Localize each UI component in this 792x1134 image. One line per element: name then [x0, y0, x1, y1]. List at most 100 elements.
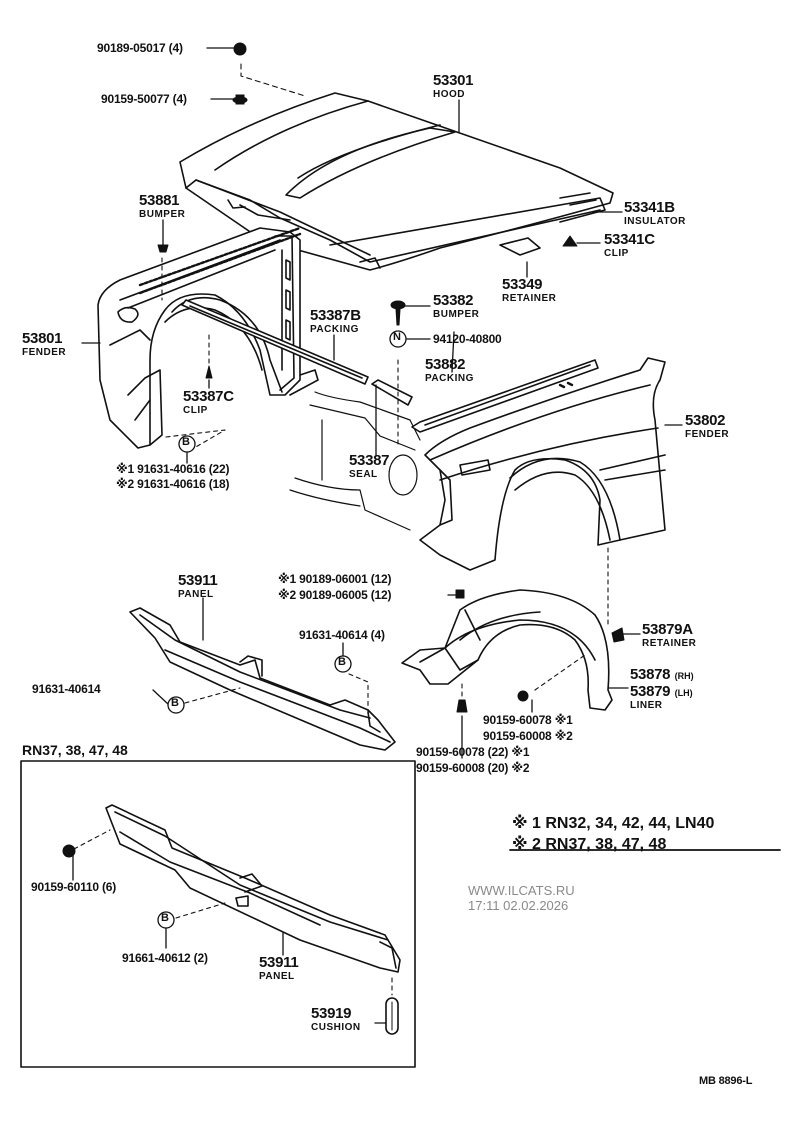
- part-number: 53387: [349, 452, 390, 469]
- part-label-clip-hood[interactable]: 53341C CLIP: [604, 232, 655, 259]
- inset-frame: [20, 760, 416, 1068]
- part-label-bumper-left[interactable]: 53881 BUMPER: [139, 193, 185, 220]
- model-mark-number: 2: [522, 761, 530, 775]
- part-label-packing-b[interactable]: 53387B PACKING: [310, 308, 361, 335]
- part-number: 53301: [433, 72, 474, 89]
- fastener-number: 90159-60078: [483, 713, 552, 727]
- right-fender-drawing: [411, 357, 666, 571]
- fastener-label-inset-bolt[interactable]: 91661-40612 (2): [122, 951, 208, 965]
- part-label-clip-fender[interactable]: 53387C CLIP: [183, 389, 234, 416]
- fastener-symbol-b: B: [171, 697, 179, 709]
- fastener-label-inset-screw[interactable]: 90159-60110 (6): [31, 880, 117, 894]
- part-name: PACKING: [425, 373, 474, 384]
- model-mark-number: 1: [522, 745, 530, 759]
- part-label-liner-lh[interactable]: 53879 (LH) LINER: [630, 684, 693, 711]
- part-number: 53341C: [604, 231, 655, 248]
- part-name: BUMPER: [139, 209, 186, 220]
- part-number: 53349: [502, 276, 543, 293]
- part-name: SEAL: [349, 469, 378, 480]
- part-number: 53879: [630, 683, 671, 700]
- fender-liner-drawing: [401, 589, 613, 711]
- body-apron-drawing: [289, 391, 421, 531]
- legend-mark: ※: [512, 834, 528, 853]
- part-label-panel[interactable]: 53911 PANEL: [178, 572, 218, 600]
- part-name: BUMPER: [433, 309, 480, 320]
- fastener-symbol-b: B: [338, 656, 346, 668]
- part-number: 53881: [139, 192, 180, 209]
- fastener-label-liner-nut-1[interactable]: ※1 90189-06001 (12): [278, 572, 392, 586]
- part-name: HOOD: [433, 89, 465, 100]
- part-number: 53911: [259, 954, 299, 971]
- inset-title: RN37, 38, 47, 48: [22, 742, 128, 758]
- watermark: WWW.ILCATS.RU 17:11 02.02.2026: [468, 883, 575, 913]
- part-label-panel-inset[interactable]: 53911 PANEL: [259, 954, 299, 982]
- packing-strip-drawing: [181, 299, 413, 406]
- legend-item: ※ 2 RN37, 38, 47, 48: [512, 834, 714, 855]
- fastener-number: 90159-60078 (22): [416, 745, 509, 759]
- part-name: FENDER: [685, 429, 730, 440]
- fastener-label-liner-nut-2[interactable]: ※2 90189-06005 (12): [278, 588, 392, 602]
- fastener-symbol-b: B: [161, 912, 169, 924]
- part-name: PANEL: [259, 971, 295, 982]
- part-label-fender-right[interactable]: 53802 FENDER: [685, 413, 729, 440]
- fastener-label-panel-bolt-left[interactable]: 91631-40614: [32, 682, 101, 696]
- model-mark-number: 1: [289, 572, 296, 586]
- model-mark: ※: [511, 761, 523, 775]
- part-number: 53878: [630, 666, 671, 683]
- watermark-timestamp: 17:11 02.02.2026: [468, 898, 569, 913]
- part-label-retainer-liner[interactable]: 53879A RETAINER: [642, 622, 696, 649]
- part-label-retainer-hood[interactable]: 53349 RETAINER: [502, 277, 556, 304]
- legend-models: RN37, 38, 47, 48: [545, 836, 667, 853]
- part-name: RETAINER: [642, 638, 697, 649]
- fastener-label-liner-screw-a2[interactable]: 90159-60008 ※2: [483, 730, 573, 742]
- fastener-label-liner-screw-a1[interactable]: 90159-60078 ※1: [483, 714, 573, 726]
- part-label-seal[interactable]: 53387 SEAL: [349, 452, 390, 480]
- part-number: 53911: [178, 572, 218, 589]
- part-name: RETAINER: [502, 293, 557, 304]
- fastener-symbol-b: B: [182, 436, 190, 448]
- part-label-fender-left[interactable]: 53801 FENDER: [22, 331, 66, 358]
- part-number: 53382: [433, 292, 474, 309]
- model-mark: ※: [278, 588, 290, 602]
- part-label-cushion[interactable]: 53919 CUSHION: [311, 1006, 361, 1033]
- part-side: (LH): [674, 688, 693, 698]
- model-mark: ※: [278, 572, 290, 586]
- model-mark-number: 2: [566, 729, 573, 743]
- fastener-glyphs: [62, 42, 625, 858]
- model-mark-number: 2: [127, 477, 134, 491]
- fastener-label-nut-n[interactable]: 94120-40800: [433, 332, 502, 346]
- model-mark: ※: [554, 729, 567, 743]
- fastener-label-liner-screw-b2[interactable]: 90159-60008 (20) ※2: [416, 761, 530, 775]
- fastener-label-fender-bolt-2[interactable]: ※2 91631-40616 (18): [116, 477, 230, 491]
- part-label-bumper-hood[interactable]: 53382 BUMPER: [433, 293, 479, 320]
- part-name: CLIP: [183, 405, 208, 416]
- part-name: CUSHION: [311, 1022, 361, 1033]
- part-number: 53919: [311, 1005, 352, 1022]
- part-number: 53882: [425, 356, 466, 373]
- part-label-hood[interactable]: 53301 HOOD: [433, 72, 474, 100]
- part-name: PANEL: [178, 589, 214, 600]
- fastener-number: 91631-40616 (18): [137, 477, 230, 491]
- fastener-number: 91631-40616 (22): [137, 462, 230, 476]
- hood-fastener-leader: [240, 63, 306, 97]
- part-label-packing-right[interactable]: 53882 PACKING: [425, 357, 474, 384]
- model-mark: ※: [511, 745, 523, 759]
- fastener-label-fender-bolt-1[interactable]: ※1 91631-40616 (22): [116, 462, 230, 476]
- model-mark: ※: [116, 462, 128, 476]
- watermark-site: WWW.ILCATS.RU: [468, 883, 575, 898]
- fastener-label-bolt-hood[interactable]: 90159-50077 (4): [101, 92, 187, 106]
- legend-mark-number: 2: [532, 836, 541, 853]
- model-mark: ※: [116, 477, 128, 491]
- fastener-label-panel-bolt-right[interactable]: 91631-40614 (4): [299, 628, 385, 642]
- part-name: FENDER: [22, 347, 67, 358]
- part-name: CLIP: [604, 248, 629, 259]
- fastener-label-nut-hood[interactable]: 90189-05017 (4): [97, 41, 183, 55]
- part-number: 53387B: [310, 307, 361, 324]
- legend-mark-number: 1: [532, 815, 541, 832]
- fastener-label-liner-screw-b1[interactable]: 90159-60078 (22) ※1: [416, 745, 530, 759]
- part-label-insulator[interactable]: 53341B INSULATOR: [624, 200, 686, 227]
- part-label-liner-rh[interactable]: 53878 (RH): [630, 667, 694, 683]
- inset-leaders: [73, 829, 393, 996]
- legend-item: ※ 1 RN32, 34, 42, 44, LN40: [512, 813, 714, 834]
- model-mark: ※: [554, 713, 567, 727]
